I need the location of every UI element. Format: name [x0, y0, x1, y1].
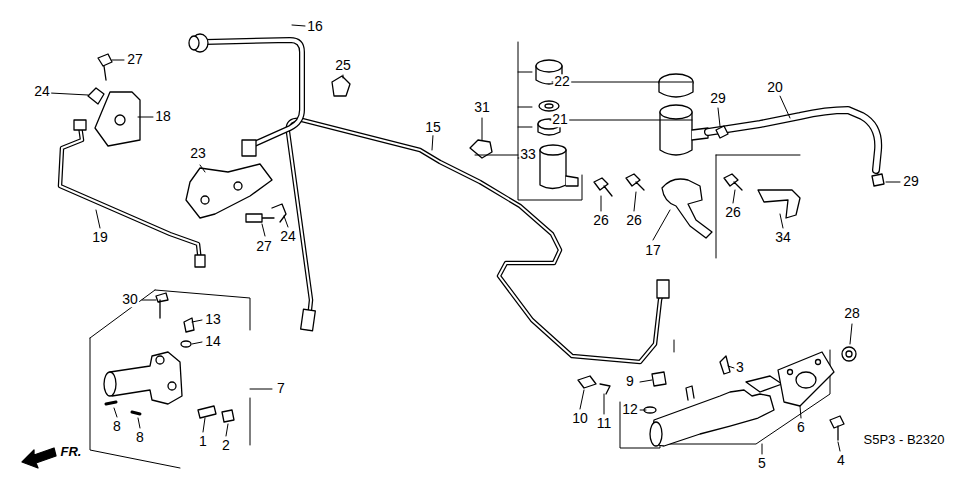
- callout-number: 27: [255, 239, 273, 254]
- clutch-pipe: [60, 126, 200, 262]
- callout-number: 10: [571, 411, 589, 426]
- callout-number: 29: [902, 174, 920, 189]
- callout-number: 18: [154, 109, 172, 124]
- callout-number: 17: [644, 243, 662, 258]
- callout-number: 33: [519, 147, 537, 162]
- callout-number: 24: [33, 84, 51, 99]
- callout-number: 12: [621, 402, 639, 417]
- master-cylinder: [652, 390, 774, 446]
- callout-number: 8: [112, 419, 122, 434]
- leader-lines: [50, 25, 900, 454]
- callout-number: 30: [121, 292, 139, 307]
- callout-number: 11: [596, 416, 613, 431]
- callout-number: 14: [204, 334, 222, 349]
- callout-number: 24: [279, 229, 297, 244]
- callout-number: 13: [204, 312, 222, 327]
- callout-number: 26: [724, 205, 742, 220]
- gasket: [778, 352, 834, 406]
- callout-number: 28: [843, 306, 861, 321]
- diagram-code: S5P3 - B2320: [863, 433, 946, 447]
- front-arrow: [22, 448, 56, 468]
- clutch-pipe: [288, 120, 664, 362]
- reservoir-hose: [708, 110, 878, 170]
- callout-number: 3: [735, 360, 745, 375]
- callout-number: 1: [198, 434, 208, 449]
- front-direction-label: FR.: [60, 445, 83, 459]
- callout-number: 15: [424, 120, 442, 135]
- callout-number: 25: [334, 58, 352, 73]
- bracket: [95, 92, 140, 146]
- callout-number: 7: [276, 381, 286, 396]
- bracket: [186, 164, 272, 218]
- callout-number: 20: [766, 80, 784, 95]
- callout-number: 4: [836, 453, 846, 468]
- callout-number: 29: [709, 91, 727, 106]
- callout-number: 2: [221, 438, 231, 453]
- bracket: [662, 179, 712, 238]
- callout-number: 9: [625, 374, 635, 389]
- callout-number: 22: [553, 74, 571, 89]
- clutch-hose: [205, 40, 302, 145]
- callout-number: 31: [473, 100, 491, 115]
- callout-number: 8: [135, 430, 145, 445]
- callout-number: 26: [625, 213, 643, 228]
- slave-cylinder: [110, 352, 182, 404]
- callout-number: 16: [306, 19, 324, 34]
- callout-number: 6: [796, 420, 806, 435]
- callout-number: 34: [774, 230, 792, 245]
- callout-number: 5: [757, 456, 767, 471]
- bracket: [758, 190, 800, 218]
- callout-number: 26: [592, 213, 610, 228]
- callout-number: 21: [551, 112, 569, 127]
- reservoir: [540, 150, 566, 189]
- callout-number: 27: [126, 52, 144, 67]
- callout-number: 19: [91, 230, 109, 245]
- callout-number: 23: [189, 146, 207, 161]
